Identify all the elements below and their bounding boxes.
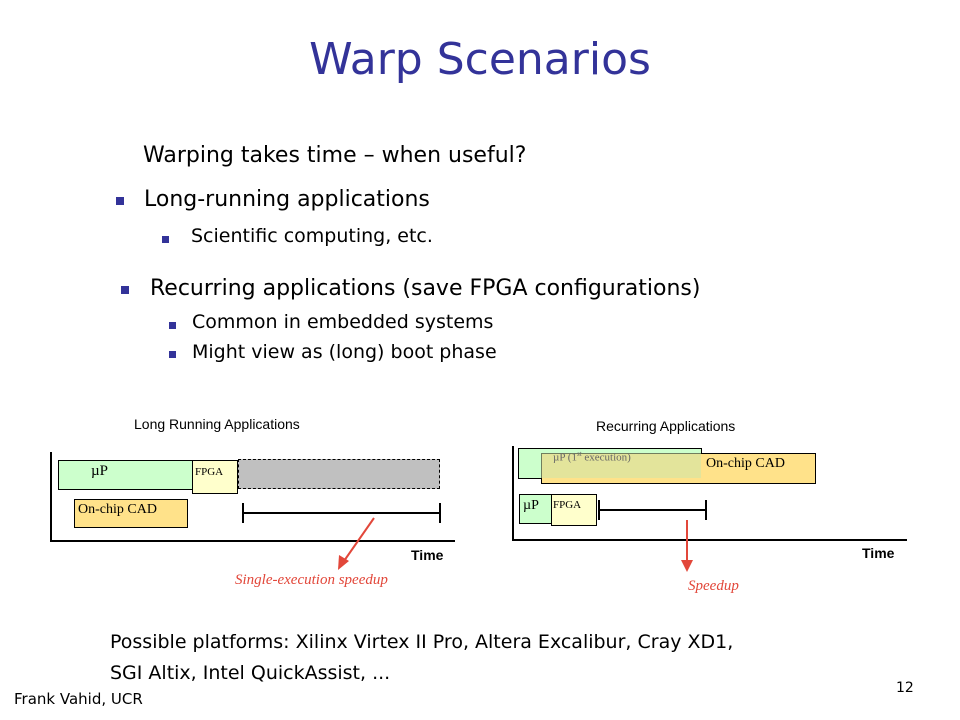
sub-bullet-boot: Might view as (long) boot phase <box>192 341 497 363</box>
right-overlap-shade <box>541 453 701 478</box>
right-fpga-box <box>551 494 597 526</box>
sub-bullet-embedded: Common in embedded systems <box>192 311 494 333</box>
left-diagram-title: Long Running Applications <box>134 416 300 432</box>
left-time-label: Time <box>411 547 444 563</box>
sub-bullet-marker <box>169 351 176 358</box>
intro-text: Warping takes time – when useful? <box>143 143 527 168</box>
right-bracket-end <box>705 500 707 520</box>
right-diagram-title: Recurring Applications <box>596 418 736 434</box>
platforms-line-2: SGI Altix, Intel QuickAssist, ... <box>110 662 391 684</box>
bullet-recurring: Recurring applications (save FPGA config… <box>150 276 701 301</box>
footer-author: Frank Vahid, UCR <box>14 690 143 708</box>
right-fpga-label: FPGA <box>553 499 582 511</box>
sub-bullet-marker <box>169 322 176 329</box>
right-y-axis <box>512 446 514 541</box>
left-y-axis <box>50 452 52 542</box>
right-up-first-label: µP (1st execution) <box>553 450 631 464</box>
left-speedup-arrow-icon <box>338 517 375 570</box>
sub-bullet-scientific: Scientific computing, etc. <box>191 225 433 247</box>
left-fpga-box <box>192 460 238 494</box>
left-up-box <box>58 460 202 490</box>
left-x-axis <box>50 540 455 542</box>
right-up-label: µP <box>523 498 539 513</box>
right-speedup-label: Speedup <box>688 578 739 594</box>
left-bracket-line <box>242 512 440 514</box>
slide-title: Warp Scenarios <box>309 34 651 85</box>
page-number: 12 <box>896 680 914 696</box>
sub-bullet-marker <box>162 236 169 243</box>
left-up-label: µP <box>91 463 108 479</box>
left-speedup-label: Single-execution speedup <box>235 572 388 588</box>
left-fpga-label: FPGA <box>195 466 224 478</box>
right-time-label: Time <box>862 545 895 561</box>
right-cad-label: On-chip CAD <box>706 456 785 471</box>
bullet-marker <box>121 286 129 294</box>
left-bracket-end <box>439 503 441 523</box>
right-bracket-line <box>598 509 706 511</box>
platforms-line-1: Possible platforms: Xilinx Virtex II Pro… <box>110 631 734 653</box>
bullet-long-running: Long-running applications <box>144 187 430 212</box>
left-cad-label: On-chip CAD <box>78 502 157 517</box>
left-cad-box <box>74 499 188 528</box>
right-x-axis <box>512 539 907 541</box>
left-gray-bar <box>238 459 440 489</box>
right-speedup-arrow-icon <box>681 520 693 572</box>
bullet-marker <box>116 197 124 205</box>
